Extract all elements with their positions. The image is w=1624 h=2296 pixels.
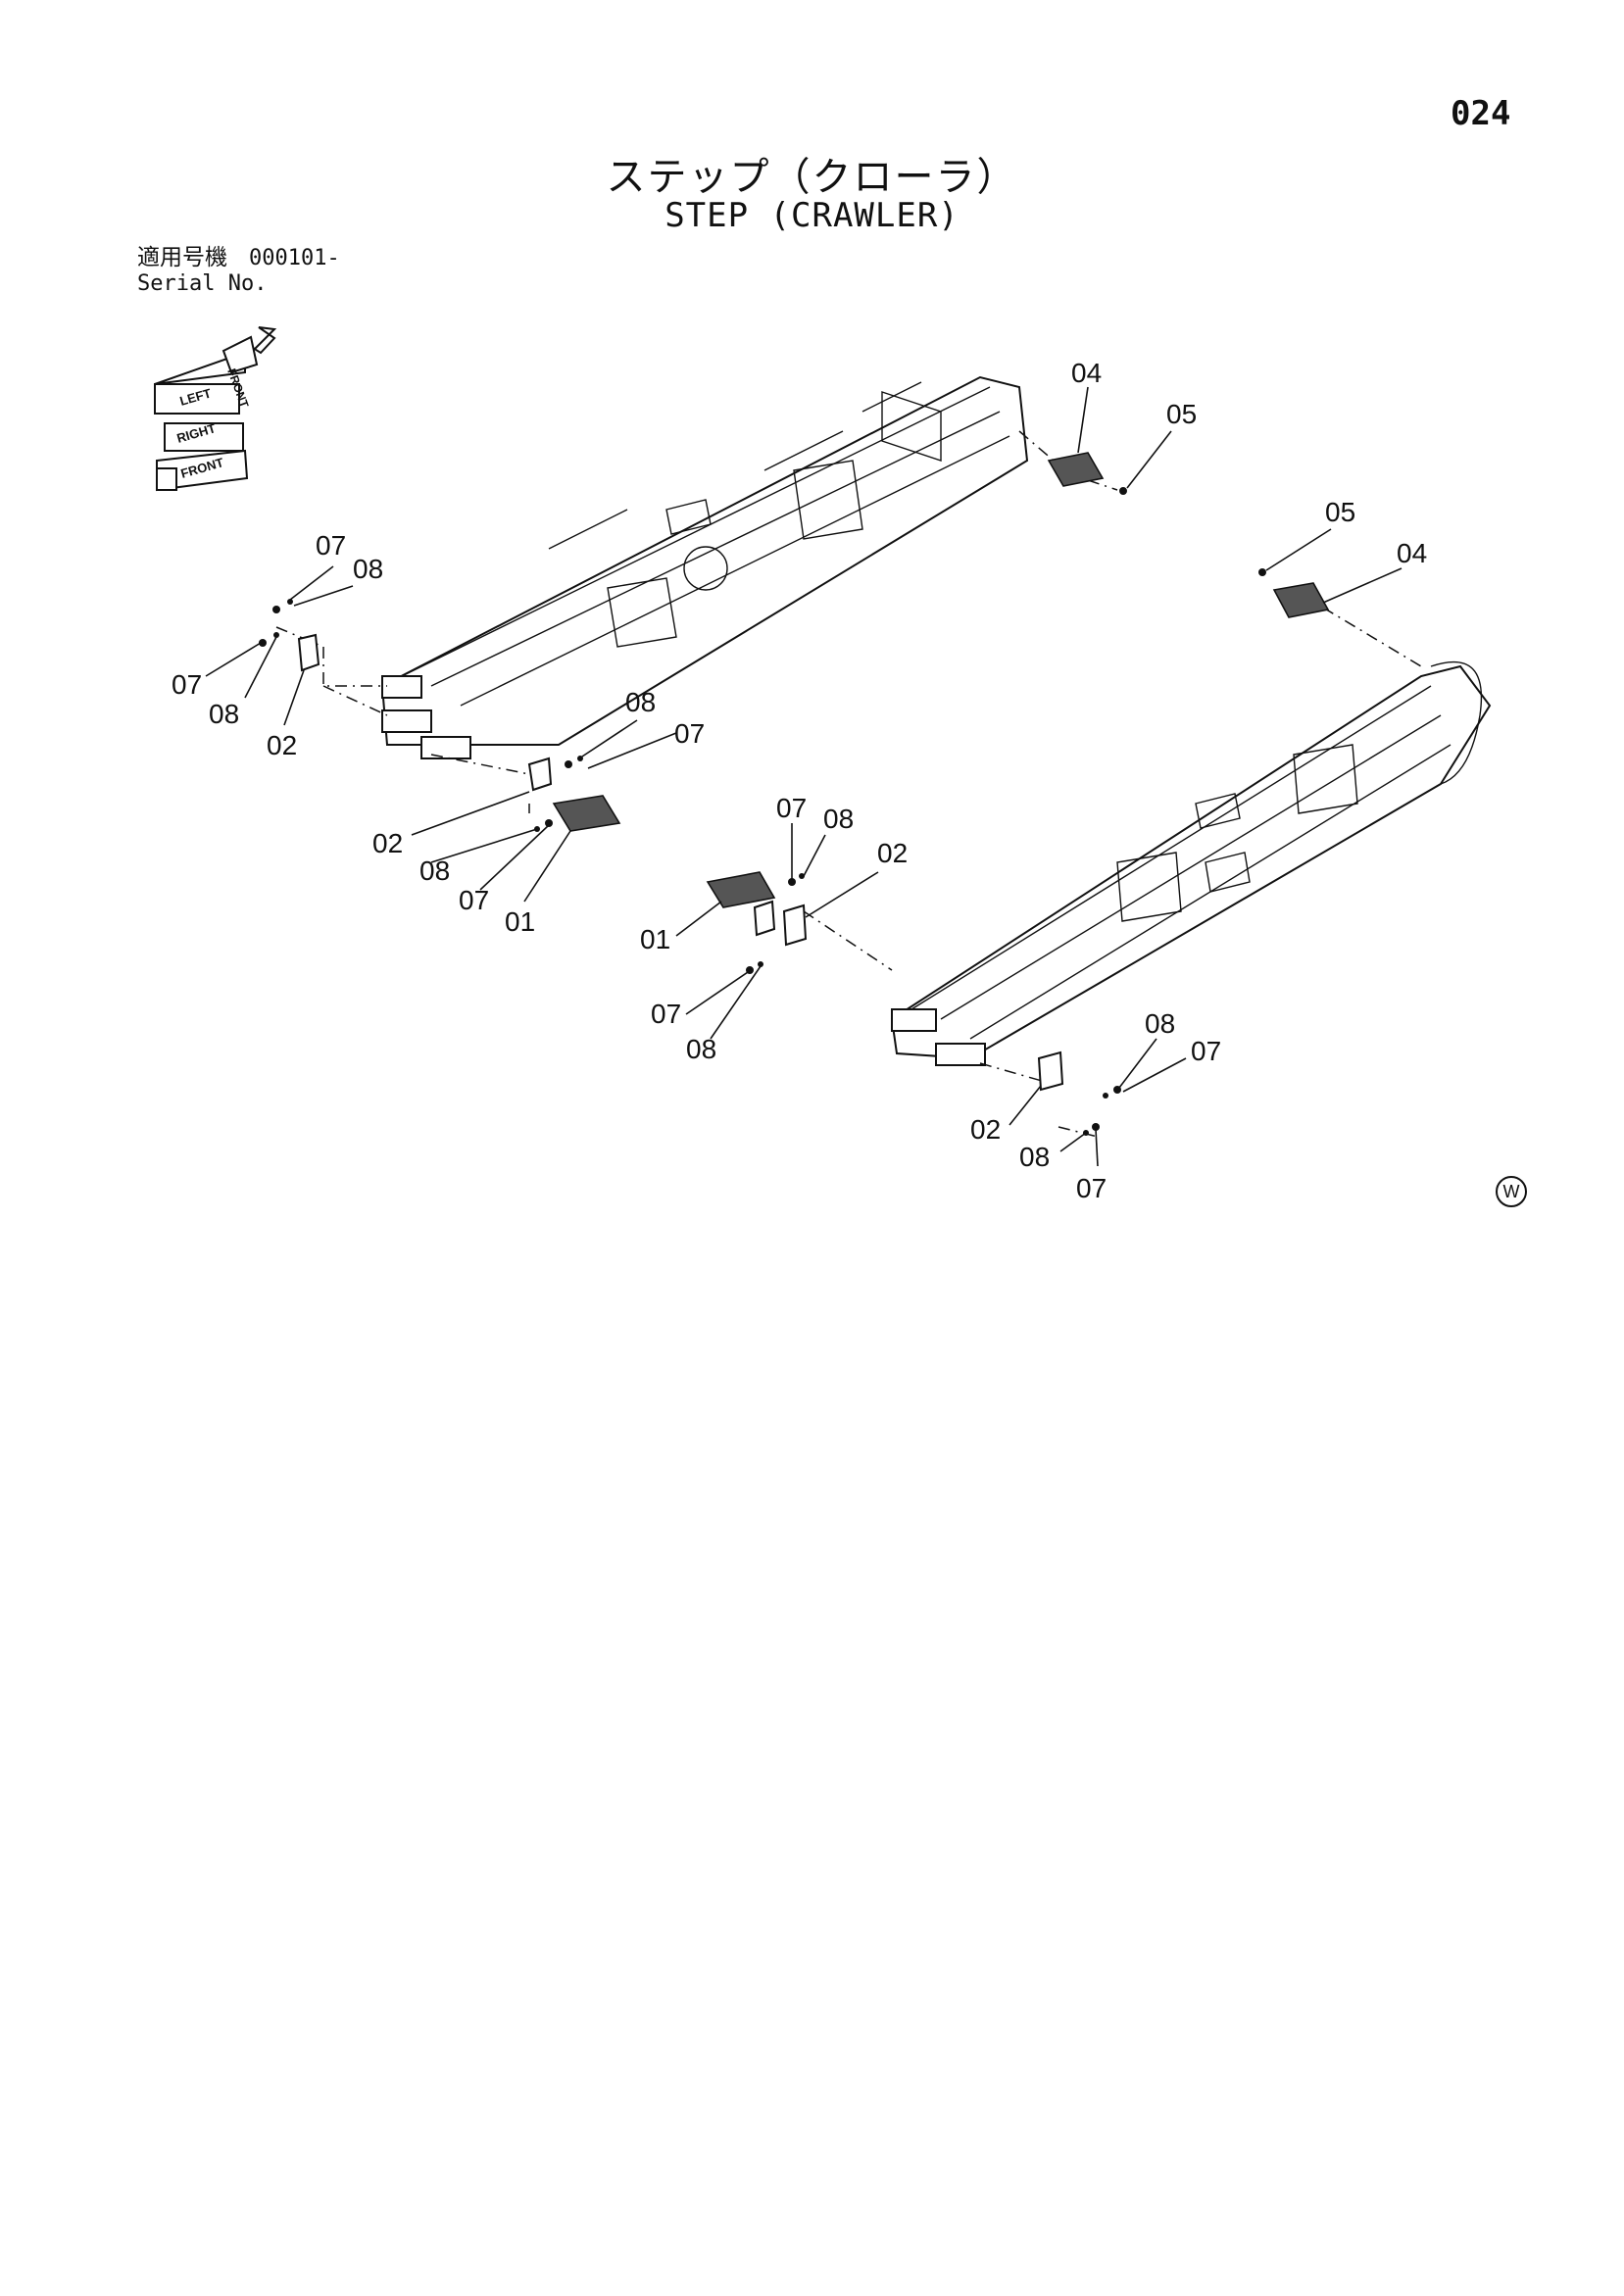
orientation-arrows-icon: LEFT RIGHT FRONT FRONT [154, 326, 277, 492]
callout-07-e: 07 [776, 793, 807, 823]
fasteners [259, 487, 1266, 1136]
bracket-02-b [527, 757, 553, 792]
callout-08-b: 08 [209, 699, 239, 729]
callout-04-upper: 04 [1071, 358, 1102, 388]
serial-label-ja: 適用号機 [137, 245, 227, 270]
title-japanese: ステップ（クローラ） [606, 155, 1018, 200]
leader-lines [205, 386, 1403, 1167]
bracket-02-d [1037, 1050, 1064, 1092]
callout-08-a: 08 [353, 554, 383, 584]
callout-05-right: 05 [1325, 497, 1355, 527]
crawler-frame-upper [380, 375, 1029, 759]
title-english: STEP (CRAWLER) [664, 196, 960, 235]
step-plate-01-center [706, 871, 776, 908]
bracket-02-c [782, 904, 808, 947]
callout-04-right: 04 [1397, 538, 1427, 568]
callout-numbers: 04 05 05 04 07 08 07 08 02 08 07 02 08 0… [172, 358, 1427, 1203]
serial-label-en: Serial No. [137, 271, 268, 296]
watermark-w-symbol: W [1496, 1176, 1527, 1207]
callout-07-f: 07 [651, 999, 681, 1029]
assembly-lines [275, 430, 1422, 1138]
callout-07-d: 07 [459, 885, 489, 915]
callout-01-center: 01 [640, 924, 670, 954]
callout-07-b: 07 [172, 669, 202, 700]
crawler-frame-lower [890, 661, 1492, 1066]
callout-02-b: 02 [372, 828, 403, 858]
callout-07-g: 07 [1191, 1036, 1221, 1066]
callout-01-left: 01 [505, 906, 535, 937]
page-number: 024 [1451, 94, 1511, 133]
bracket-02-a [297, 633, 320, 672]
callout-02-c: 02 [877, 838, 908, 868]
exploded-parts-diagram: LEFT RIGHT FRONT FRONT [154, 326, 1492, 1203]
bracket-02-e [753, 900, 776, 937]
callout-08-c: 08 [625, 687, 656, 717]
serial-value: 000101- [249, 246, 340, 270]
callout-08-d: 08 [419, 855, 450, 886]
callout-02-d: 02 [970, 1114, 1001, 1145]
callout-07-c: 07 [674, 718, 705, 749]
step-plate-01-left [552, 795, 621, 832]
step-plate-04-upper [1047, 452, 1105, 487]
callout-08-f: 08 [686, 1034, 716, 1064]
step-plate-04-right [1272, 582, 1330, 618]
callout-08-e: 08 [823, 804, 854, 834]
callout-08-h: 08 [1019, 1142, 1050, 1172]
serial-block: 適用号機 000101- Serial No. [137, 245, 340, 297]
callout-07-a: 07 [316, 530, 346, 561]
callout-05-upper: 05 [1166, 399, 1197, 429]
step-parts [297, 452, 1330, 1092]
callout-02-a: 02 [267, 730, 297, 760]
callout-07-h: 07 [1076, 1173, 1107, 1203]
callout-08-g: 08 [1145, 1008, 1175, 1039]
